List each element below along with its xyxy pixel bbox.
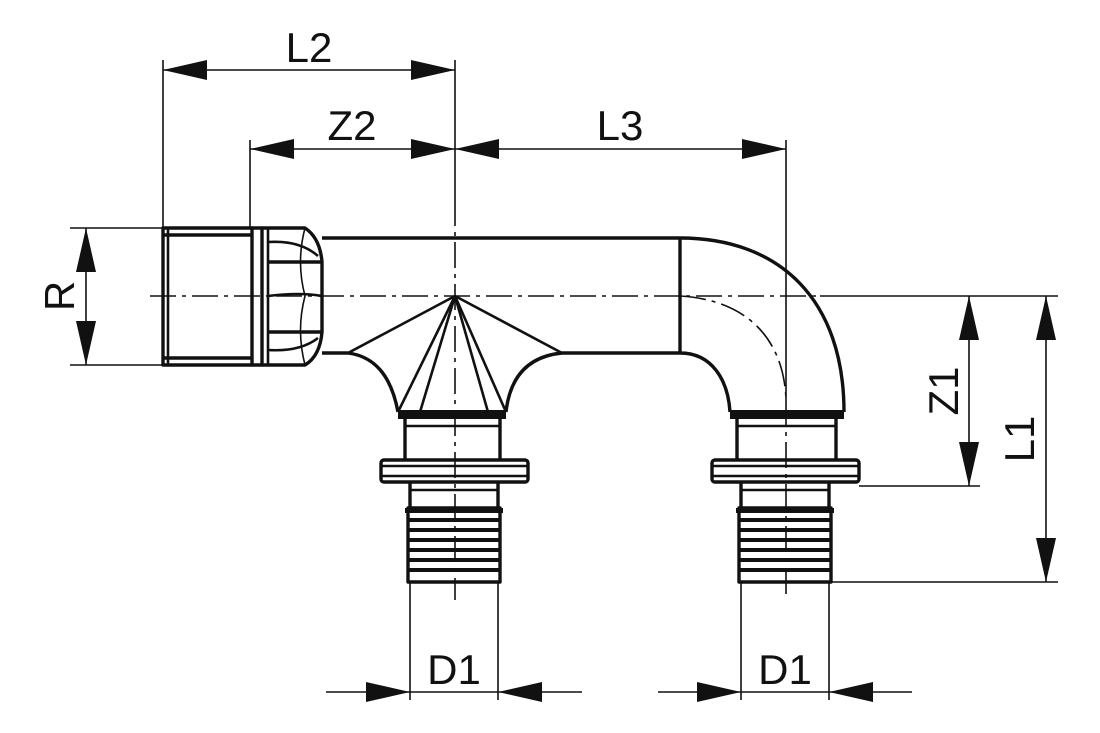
extension-lines <box>70 60 1058 700</box>
label-z2: Z2 <box>327 102 376 149</box>
label-l2: L2 <box>286 24 333 71</box>
label-l1: L1 <box>996 416 1043 463</box>
right-outlet-ribs <box>736 506 834 584</box>
centerlines <box>150 200 820 600</box>
dimension-r: R <box>36 228 96 365</box>
dimension-d1-right: D1 <box>658 646 912 702</box>
label-d1-right: D1 <box>758 646 812 693</box>
label-z1: Z1 <box>920 366 967 415</box>
hex-nut <box>252 226 324 367</box>
dimension-z2: Z2 <box>250 102 455 159</box>
label-r: R <box>36 281 83 311</box>
dimension-l2: L2 <box>163 24 455 80</box>
branch-cone <box>347 294 563 413</box>
left-outlet-ribs <box>405 506 503 584</box>
dimension-l3: L3 <box>455 102 786 159</box>
label-d1-left: D1 <box>427 646 481 693</box>
dimension-l1: L1 <box>996 296 1056 582</box>
dimension-d1-left: D1 <box>326 646 582 702</box>
fitting-body <box>161 226 861 584</box>
label-l3: L3 <box>597 102 644 149</box>
dimension-z1: Z1 <box>920 296 979 486</box>
